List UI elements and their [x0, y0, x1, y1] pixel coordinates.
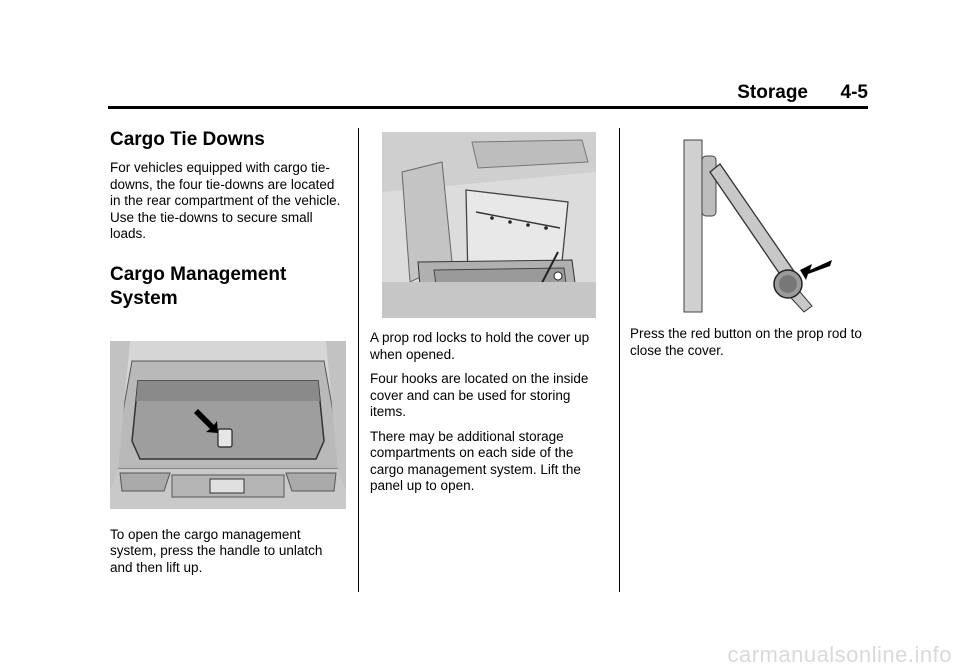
section-title: Storage — [737, 82, 808, 103]
illustration-storage-compartment — [382, 132, 608, 318]
watermark: carmanualsonline.info — [727, 642, 952, 667]
illustration-cargo-floor — [110, 340, 348, 509]
paragraph: There may be additional storage compartm… — [370, 428, 581, 494]
paragraph: A prop rod locks to hold the cover up wh… — [370, 330, 590, 362]
column-divider — [619, 128, 620, 592]
heading-cargo-management-system: Cargo Management System — [110, 263, 287, 309]
paragraph: Four hooks are located on the inside cov… — [370, 371, 589, 419]
heading-cargo-tie-downs: Cargo Tie Downs — [110, 129, 265, 150]
column-divider — [358, 128, 359, 592]
column-3: Press the red button on the prop rod to … — [630, 128, 868, 359]
paragraph: For vehicles equipped with cargo tie-dow… — [110, 160, 341, 241]
page-number: 4-5 — [840, 82, 868, 103]
illustration-prop-rod — [680, 136, 868, 316]
column-1: Cargo Tie Downs For vehicles equipped wi… — [110, 128, 348, 576]
paragraph: To open the cargo management system, pre… — [110, 526, 323, 575]
paragraph: Press the red button on the prop rod to … — [630, 326, 862, 358]
column-2: A prop rod locks to hold the cover up wh… — [370, 128, 608, 495]
page-header: Storage 4-5 — [108, 80, 868, 109]
